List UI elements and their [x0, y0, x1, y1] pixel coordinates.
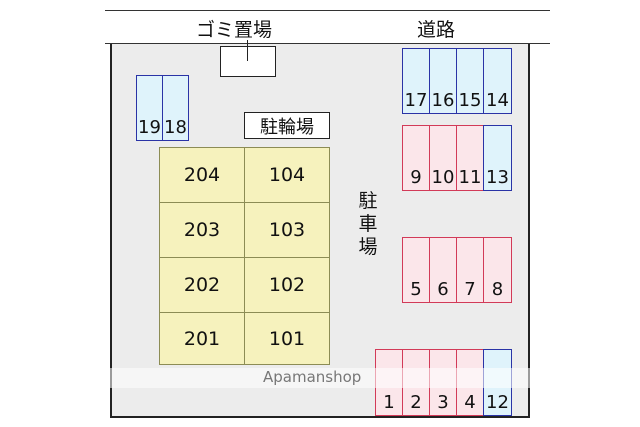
garbage-area-label: ゴミ置場 — [196, 19, 273, 41]
car-parking-label: 駐車場 — [358, 190, 378, 258]
unit-203: 203 — [159, 202, 245, 258]
watermark-text: Apamanshop — [263, 368, 362, 386]
garbage-area-pointer — [247, 40, 248, 61]
unit-204: 204 — [159, 147, 245, 203]
space-18: 18 — [162, 75, 189, 141]
space-14: 14 — [483, 48, 512, 114]
road-line-bottom — [105, 43, 550, 44]
unit-202: 202 — [159, 257, 245, 313]
space-5: 5 — [402, 237, 430, 303]
space-16: 16 — [429, 48, 457, 114]
road-line-top — [105, 10, 550, 11]
space-9: 9 — [402, 125, 430, 191]
road-label: 道路 — [417, 19, 456, 41]
unit-101: 101 — [244, 312, 330, 365]
unit-104: 104 — [244, 147, 330, 203]
unit-201: 201 — [159, 312, 245, 365]
space-8: 8 — [483, 237, 512, 303]
watermark-band — [110, 368, 530, 388]
garbage-area-box — [220, 46, 276, 77]
space-7: 7 — [456, 237, 484, 303]
space-11: 11 — [456, 125, 484, 191]
space-13: 13 — [483, 125, 512, 191]
unit-102: 102 — [244, 257, 330, 313]
space-10: 10 — [429, 125, 457, 191]
unit-103: 103 — [244, 202, 330, 258]
space-15: 15 — [456, 48, 484, 114]
bicycle-parking-label: 駐輪場 — [244, 112, 330, 139]
space-19: 19 — [136, 75, 163, 141]
space-17: 17 — [402, 48, 430, 114]
space-6: 6 — [429, 237, 457, 303]
